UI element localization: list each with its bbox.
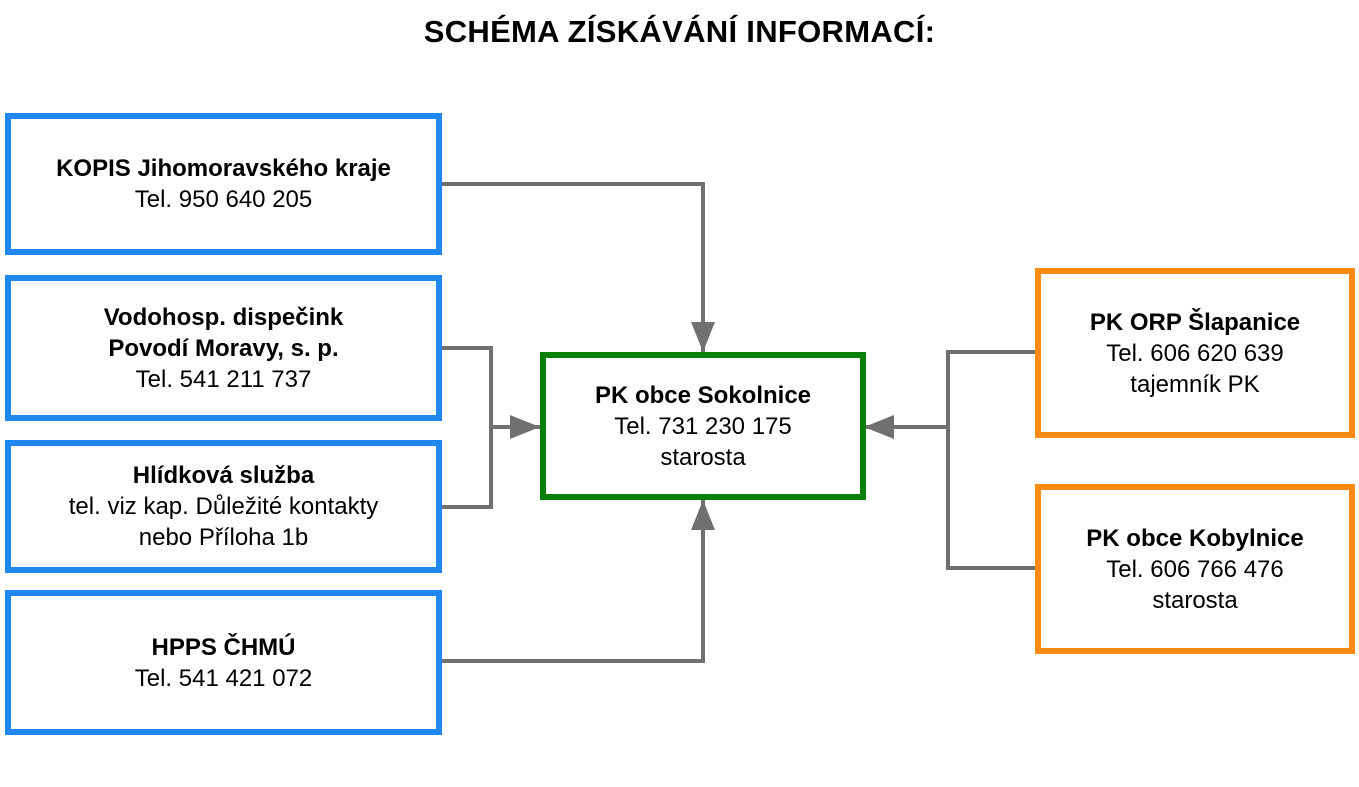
source-phone: Tel. 950 640 205 <box>134 186 313 213</box>
connector-hpps-to-center <box>440 500 705 663</box>
arrowhead-bottom <box>691 500 715 530</box>
arrowhead-top <box>691 322 715 352</box>
center-role: starosta <box>660 443 746 471</box>
source-box-hpps: HPPS ČHMÚ Tel. 541 421 072 <box>5 590 442 735</box>
arrowhead-right <box>864 415 894 439</box>
source-box-kopis: KOPIS Jihomoravského kraje Tel. 950 640 … <box>5 113 442 255</box>
connector-kopis-to-center <box>440 182 705 352</box>
peer-name: PK obce Kobylnice <box>1086 524 1304 552</box>
peer-name: PK ORP Šlapanice <box>1089 308 1301 336</box>
source-box-hlidkova: Hlídková služba tel. viz kap. Důležité k… <box>5 440 442 573</box>
connector-vodohosp-bracket <box>440 346 493 509</box>
source-phone: Tel. 541 211 737 <box>135 365 312 393</box>
source-name: Hlídková služba <box>132 462 315 489</box>
source-phone: Tel. 541 421 072 <box>134 664 313 692</box>
source-name: KOPIS Jihomoravského kraje <box>56 155 391 182</box>
peer-box-slapanice: PK ORP Šlapanice Tel. 606 620 639 tajemn… <box>1035 268 1355 438</box>
source-box-vodohosp: Vodohosp. dispečink Povodí Moravy, s. p.… <box>5 275 442 421</box>
peer-phone: Tel. 606 766 476 <box>1106 555 1284 583</box>
diagram-title: SCHÉMA ZÍSKÁVÁNÍ INFORMACÍ: <box>423 14 936 49</box>
arrowhead-left <box>510 415 540 439</box>
center-phone: Tel. 731 230 175 <box>614 412 792 440</box>
source-contact-note: nebo Příloha 1b <box>138 524 309 551</box>
center-box-sokolnice: PK obce Sokolnice Tel. 731 230 175 staro… <box>540 352 866 500</box>
peer-phone: Tel. 606 620 639 <box>1106 339 1284 367</box>
peer-box-kobylnice: PK obce Kobylnice Tel. 606 766 476 staro… <box>1035 484 1355 654</box>
source-name: HPPS ČHMÚ <box>151 633 296 661</box>
source-contact-note: tel. viz kap. Důležité kontakty <box>68 493 379 520</box>
connector-right-bracket <box>946 350 1037 570</box>
center-name: PK obce Sokolnice <box>594 381 812 409</box>
peer-role: starosta <box>1152 586 1238 614</box>
peer-role: tajemník PK <box>1130 370 1260 398</box>
source-name: Vodohosp. dispečink Povodí Moravy, s. p. <box>103 303 344 362</box>
